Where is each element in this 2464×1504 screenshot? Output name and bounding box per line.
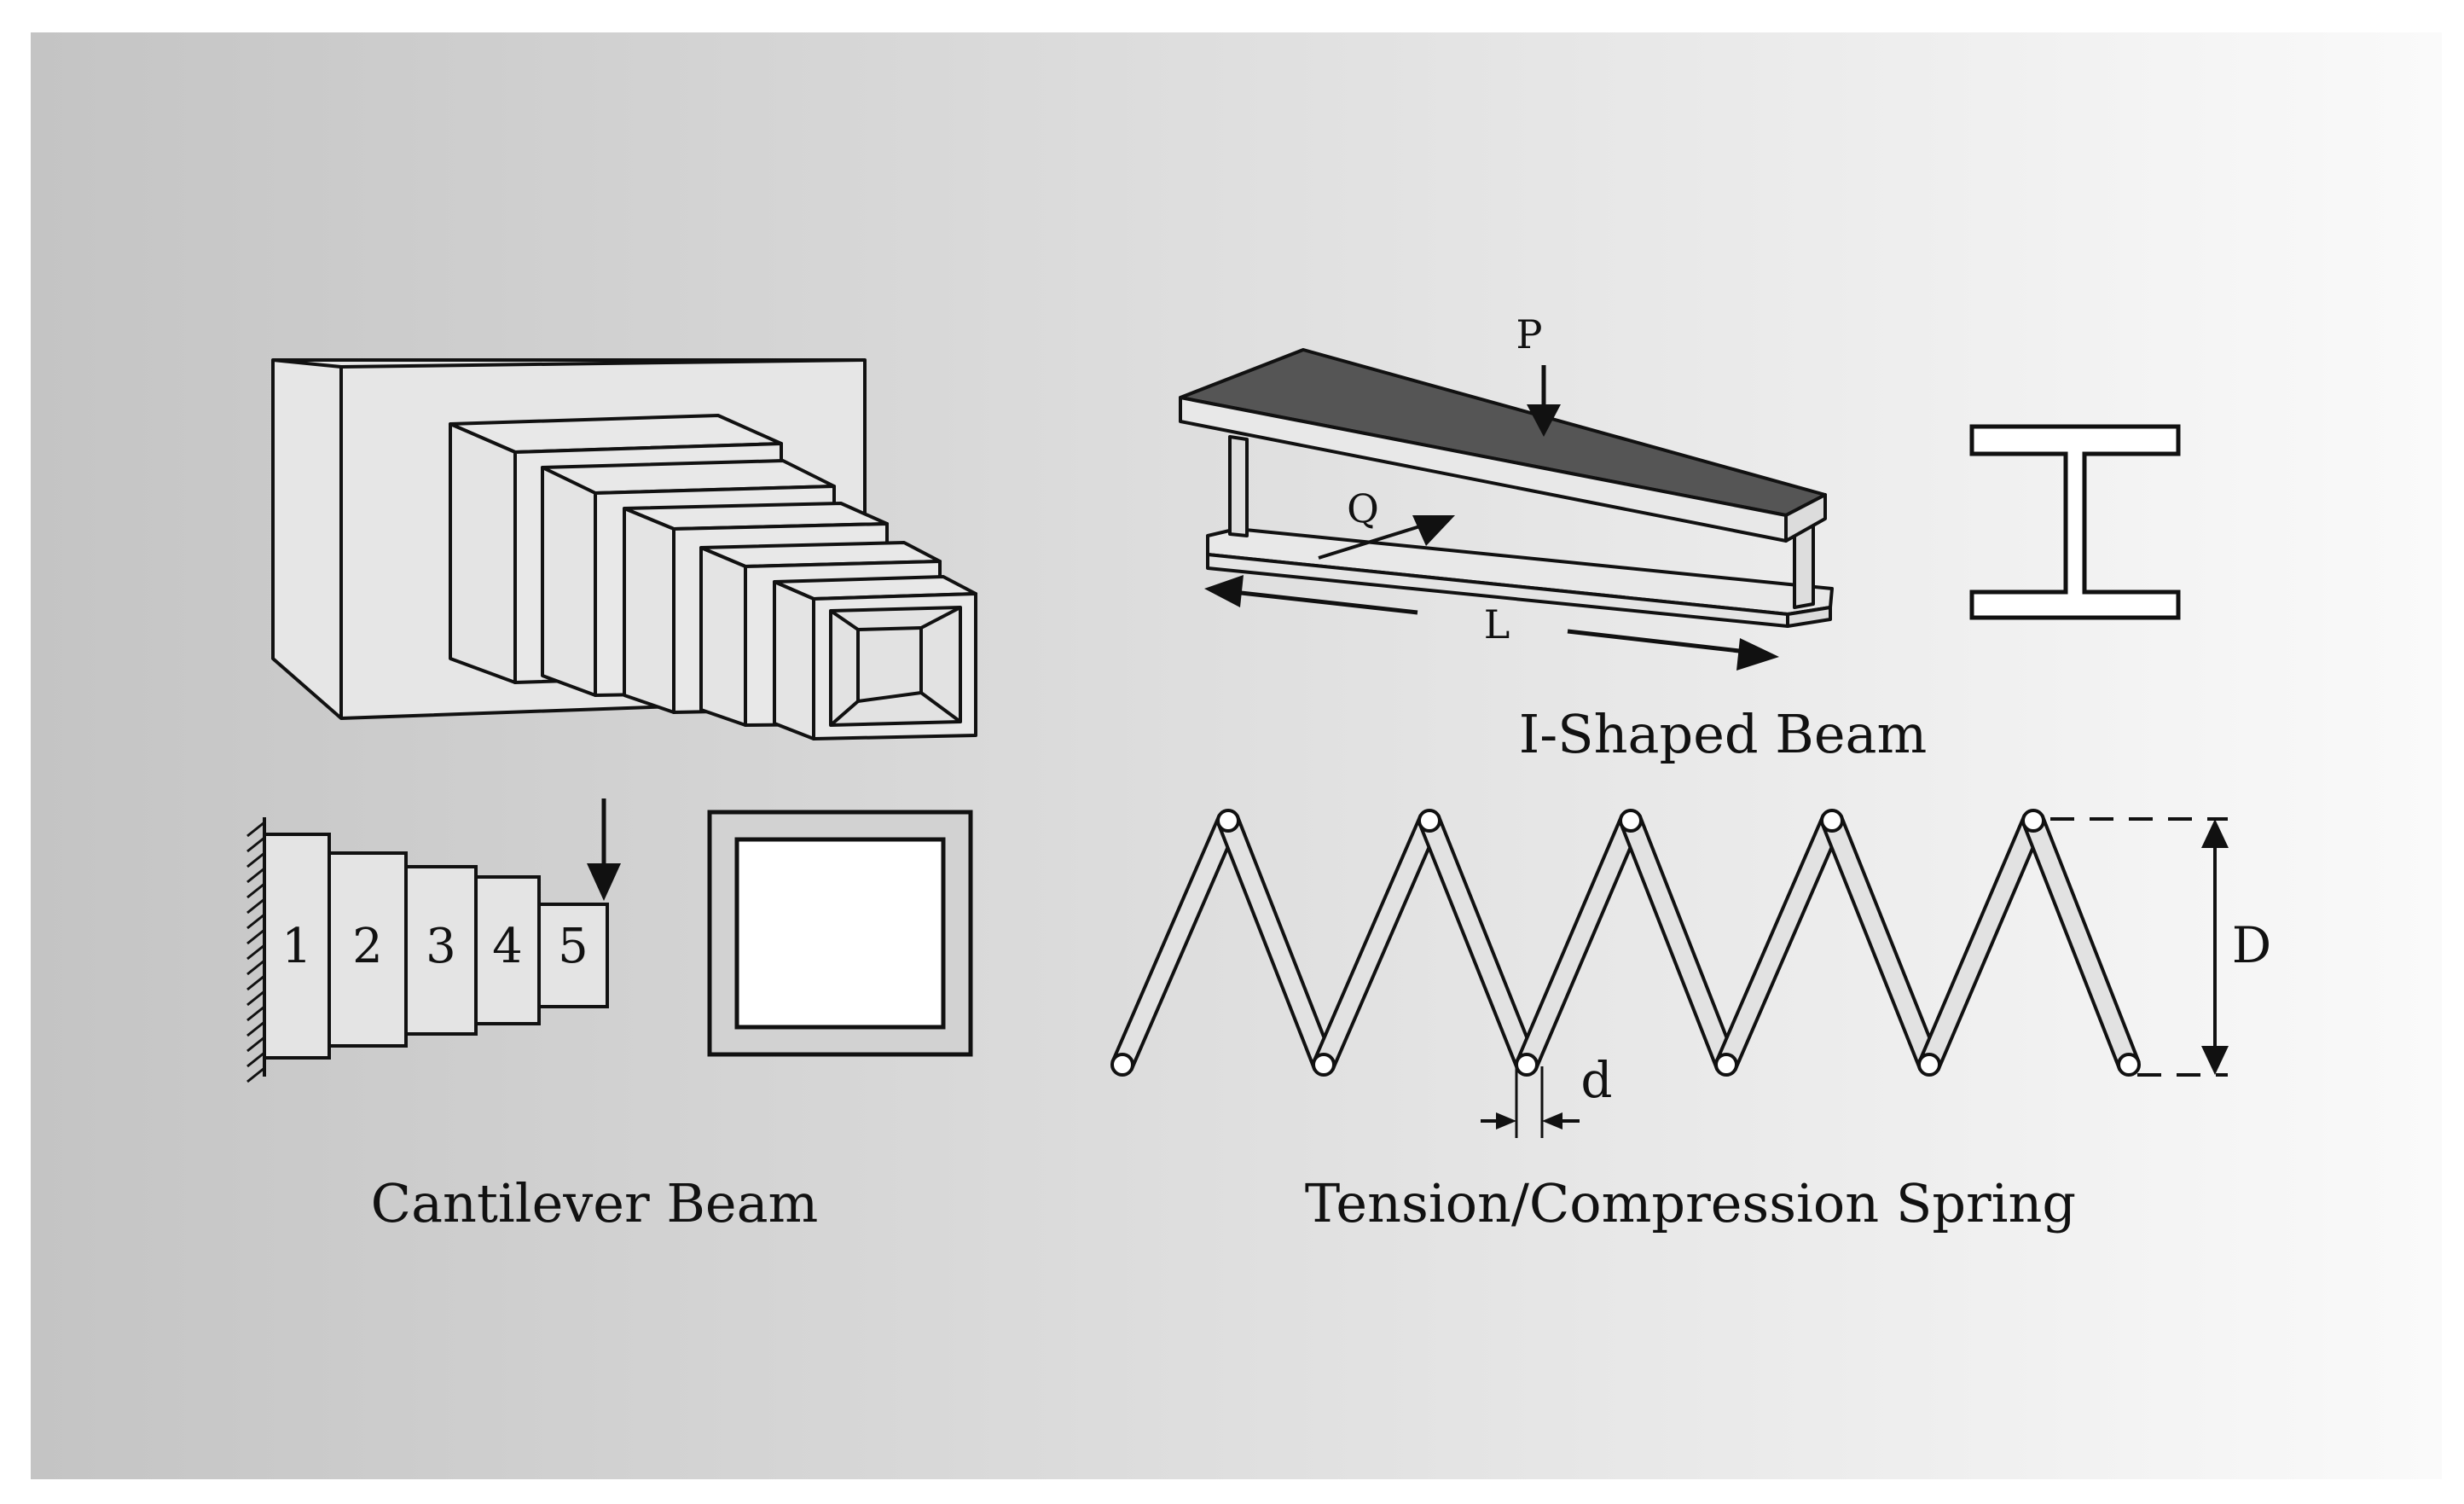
spring-coil-end <box>1619 809 1643 833</box>
hatch-line <box>246 944 265 961</box>
spring-coil-end <box>1820 809 1844 833</box>
spring-illustration <box>1110 809 2141 1077</box>
tip-load-arrow <box>587 798 621 901</box>
spring-coil-end <box>1515 1053 1539 1077</box>
hatch-line <box>246 1005 265 1022</box>
cantilever-caption: Cantilever Beam <box>371 1172 819 1234</box>
spring-coil-end <box>1418 809 1441 833</box>
spring-coil-end <box>1917 1053 1941 1077</box>
coil-diameter-dimension <box>2050 817 2229 1077</box>
hatch-line <box>246 836 265 853</box>
spring-coil-ends <box>1110 809 2141 1077</box>
segment-outline-5 <box>537 903 609 1008</box>
hatch-line <box>246 990 265 1007</box>
ibeam-caption: I-Shaped Beam <box>1519 703 1928 765</box>
segment-label-2: 2 <box>352 919 383 974</box>
length-l-label: L <box>1484 601 1510 647</box>
length-l-arrows <box>1204 575 1779 671</box>
load-q-label: Q <box>1347 485 1379 531</box>
segment-label-3: 3 <box>426 919 456 974</box>
hatch-line <box>246 897 265 915</box>
step-box-5-hollow <box>773 575 977 740</box>
spring-coil-end <box>1110 1053 1134 1077</box>
hatch-line <box>246 867 265 884</box>
hatch-line <box>246 928 265 945</box>
hatch-line <box>246 913 265 930</box>
background-panel <box>31 32 2442 1479</box>
load-p-label: P <box>1516 311 1543 357</box>
hatch-line <box>246 851 265 868</box>
hatch-line <box>246 821 265 838</box>
ibeam-illustration <box>1179 348 1834 628</box>
step-outlines <box>263 833 609 1060</box>
coil-diameter-label: D <box>2232 916 2272 974</box>
spring-coil-end <box>2117 1053 2141 1077</box>
segment-label-1: 1 <box>281 919 312 974</box>
hatch-line <box>246 1051 265 1068</box>
load-p-arrow <box>1527 365 1561 437</box>
spring-coils <box>1110 814 2141 1071</box>
segment-outline-3 <box>404 865 478 1036</box>
hatch-line <box>246 959 265 976</box>
hatch-line <box>246 1036 265 1053</box>
top-flange <box>1179 348 1827 543</box>
ibeam-cross-section <box>1969 424 2181 620</box>
hatch-line <box>246 882 265 899</box>
spring-coil-end <box>2021 809 2045 833</box>
cantilever-schematic: 1 2 3 4 5 <box>246 798 621 1083</box>
spring-caption: Tension/Compression Spring <box>1305 1172 2076 1234</box>
hatch-line <box>246 1020 265 1037</box>
spring-coil-end <box>1312 1053 1336 1077</box>
hatch-line <box>246 974 265 991</box>
spring-coil-end <box>1714 1053 1738 1077</box>
wire-diameter-dimension <box>1481 1066 1580 1138</box>
hatch-lines <box>246 821 265 1083</box>
segment-label-5: 5 <box>558 919 588 974</box>
segment-outline-2 <box>328 851 408 1048</box>
spring-coil-end <box>1216 809 1240 833</box>
hollow-square-cross-section <box>707 810 973 1057</box>
hatch-line <box>246 1066 265 1083</box>
cantilever-3d-illustration <box>271 358 977 740</box>
wire-diameter-label: d <box>1580 1051 1612 1109</box>
segment-label-4: 4 <box>492 919 523 974</box>
load-q-arrow <box>1318 515 1455 560</box>
